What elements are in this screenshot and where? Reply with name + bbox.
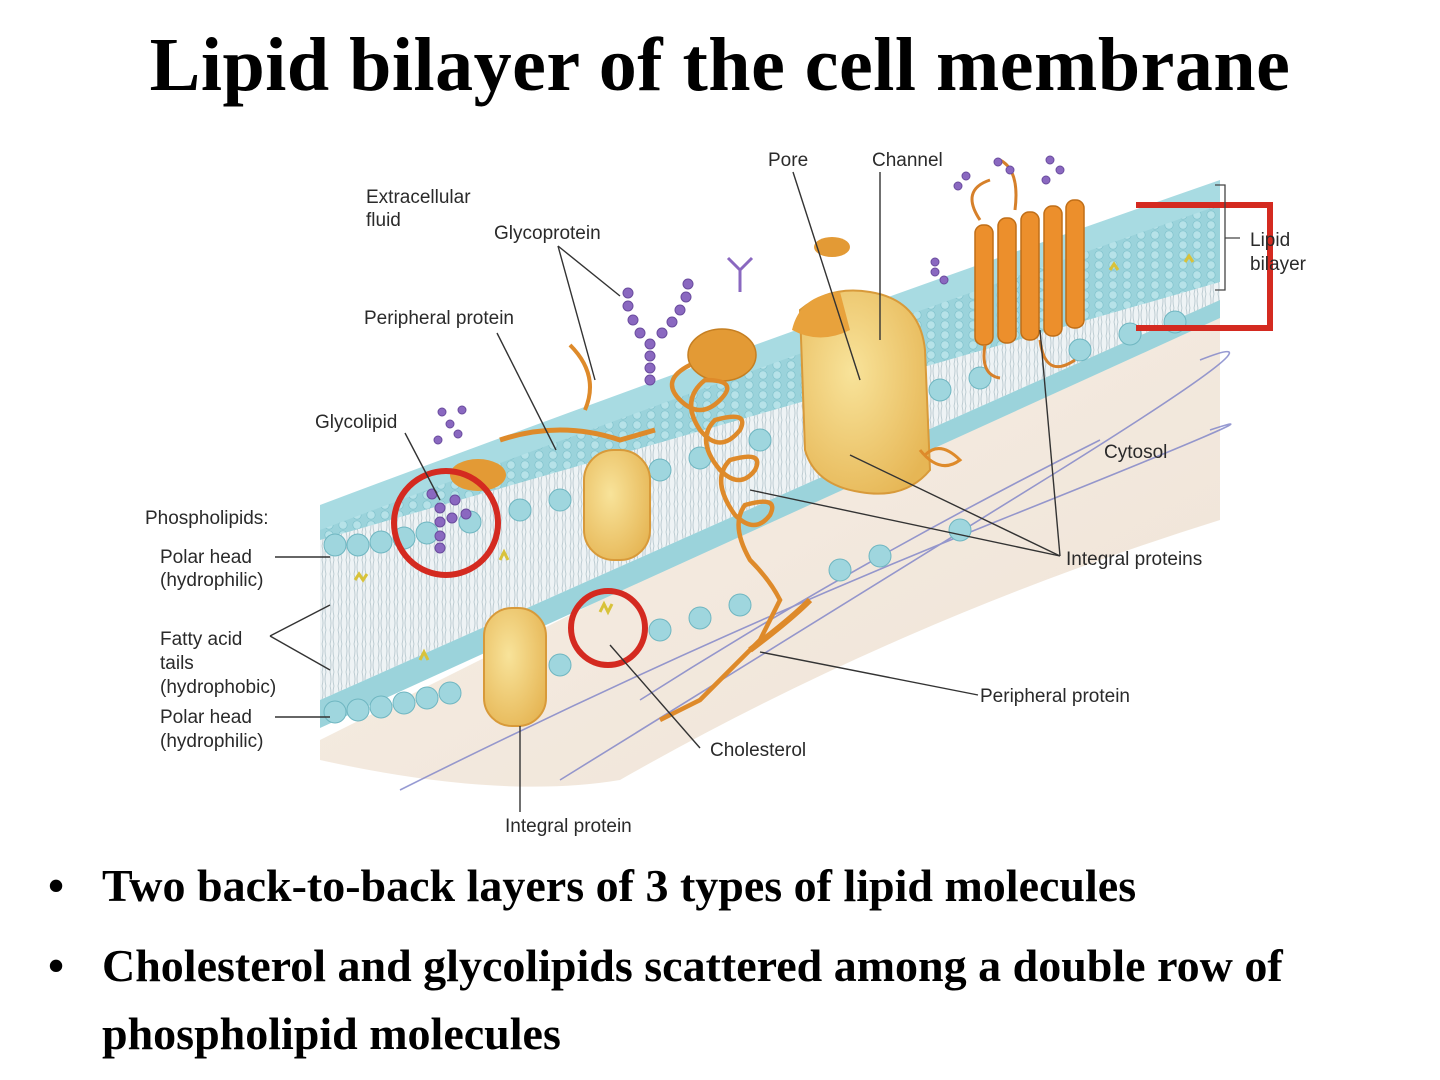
bullet-dot: • bbox=[48, 860, 65, 911]
glycolipid-protein-blob bbox=[450, 459, 506, 491]
peripheral-protein-blob-top bbox=[687, 328, 757, 382]
highlight-glycolipid bbox=[391, 468, 501, 578]
bilayer-brace bbox=[1215, 184, 1240, 291]
label-channel: Channel bbox=[872, 150, 943, 171]
integral-protein-middle bbox=[583, 449, 651, 561]
label-pore: Pore bbox=[768, 150, 808, 171]
label-lipid-bilayer-2: bilayer bbox=[1250, 254, 1307, 275]
label-extracellular-fluid-2: fluid bbox=[366, 210, 401, 231]
label-phospholipids: Phospholipids: bbox=[145, 508, 269, 529]
label-glycolipid: Glycolipid bbox=[315, 412, 397, 433]
label-peripheral-protein-bottom: Peripheral protein bbox=[980, 686, 1130, 707]
bullet-item: • Cholesterol and glycolipids scattered a… bbox=[40, 932, 1430, 1068]
integral-protein-bottom bbox=[483, 607, 547, 727]
small-sugar-y bbox=[726, 256, 754, 292]
bullet-dot: • bbox=[48, 940, 65, 991]
helical-protein-loops bbox=[970, 158, 1076, 380]
label-glycoprotein: Glycoprotein bbox=[494, 223, 601, 244]
channel-loop bbox=[918, 447, 963, 468]
inner-peripheral-strand bbox=[748, 597, 813, 653]
cytoskeleton-fibers bbox=[399, 350, 1232, 791]
slide-title: Lipid bilayer of the cell membrane bbox=[149, 23, 1291, 107]
label-fatty-acid-1: Fatty acid bbox=[160, 629, 242, 650]
cholesterol-molecules bbox=[353, 253, 1195, 661]
bullet-text: Cholesterol and glycolipids scattered am… bbox=[102, 940, 1283, 1059]
peripheral-protein-strand bbox=[499, 427, 656, 443]
pore-protein-cap bbox=[792, 292, 850, 338]
highlight-bilayer-bracket bbox=[1136, 202, 1273, 331]
label-polar-head-bottom-1: Polar head bbox=[160, 707, 252, 728]
label-peripheral-protein-top: Peripheral protein bbox=[364, 308, 514, 329]
peripheral-protein-blob-small bbox=[814, 237, 850, 257]
label-polar-head-bottom-2: (hydrophilic) bbox=[160, 731, 263, 752]
channel-protein bbox=[798, 289, 932, 495]
label-cytosol: Cytosol bbox=[1104, 442, 1167, 463]
glycoprotein-strand bbox=[568, 343, 592, 411]
coiled-peripheral-protein bbox=[658, 362, 783, 723]
label-extracellular-fluid-1: Extracellular bbox=[366, 187, 471, 208]
bullet-item: • Two back-to-back layers of 3 types of l… bbox=[40, 852, 1430, 920]
label-integral-proteins: Integral proteins bbox=[1066, 549, 1202, 570]
leader-lines bbox=[269, 171, 1061, 812]
label-integral-protein: Integral protein bbox=[505, 816, 632, 837]
label-fatty-acid-2: tails bbox=[160, 653, 194, 674]
label-polar-head-top-1: Polar head bbox=[160, 547, 252, 568]
sugar-chains bbox=[426, 155, 1065, 554]
fatty-acid-tail-region bbox=[320, 282, 1220, 700]
label-polar-head-top-2: (hydrophilic) bbox=[160, 570, 263, 591]
highlight-cholesterol bbox=[568, 588, 648, 668]
label-lipid-bilayer-1: Lipid bbox=[1250, 230, 1290, 251]
bullet-text: Two back-to-back layers of 3 types of li… bbox=[102, 860, 1137, 911]
label-fatty-acid-3: (hydrophobic) bbox=[160, 677, 276, 698]
bullet-list: • Two back-to-back layers of 3 types of l… bbox=[40, 852, 1430, 1080]
helical-integral-protein bbox=[974, 199, 1085, 346]
label-cholesterol: Cholesterol bbox=[710, 740, 806, 761]
outer-head-row bbox=[320, 180, 1220, 530]
